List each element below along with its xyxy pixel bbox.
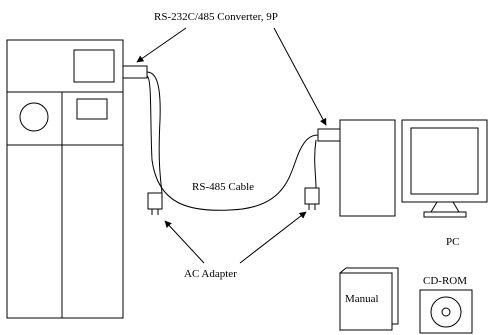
manual-book — [339, 267, 399, 332]
cd-rom-case — [419, 289, 473, 334]
adapter-arrow-left — [164, 220, 205, 264]
pc-tower — [339, 119, 396, 217]
converter-arrow-right — [273, 27, 327, 126]
ac-adapter-label: AC Adapter — [184, 268, 237, 280]
ac-adapter-right — [304, 187, 320, 210]
rs485-cable — [146, 75, 319, 211]
converter-plug-left — [122, 65, 148, 79]
cable-label: RS-485 Cable — [192, 181, 254, 193]
converter-plug-right — [317, 128, 341, 142]
controller-unit — [6, 39, 124, 319]
controller-dial — [19, 102, 49, 132]
controller-display-top — [73, 49, 115, 83]
adapter-cable-right — [314, 139, 317, 189]
converter-arrow-left — [136, 27, 187, 63]
adapter-arrow-right — [239, 211, 307, 264]
pc-label: PC — [446, 236, 459, 248]
controller-display-small — [76, 98, 108, 120]
manual-label: Manual — [345, 293, 379, 305]
pc-monitor — [401, 119, 488, 218]
adapter-cable-left — [146, 71, 163, 194]
cd-rom-label: CD-ROM — [423, 275, 467, 287]
converter-label: RS-232C/485 Converter, 9P — [154, 11, 278, 23]
ac-adapter-left — [147, 192, 163, 215]
